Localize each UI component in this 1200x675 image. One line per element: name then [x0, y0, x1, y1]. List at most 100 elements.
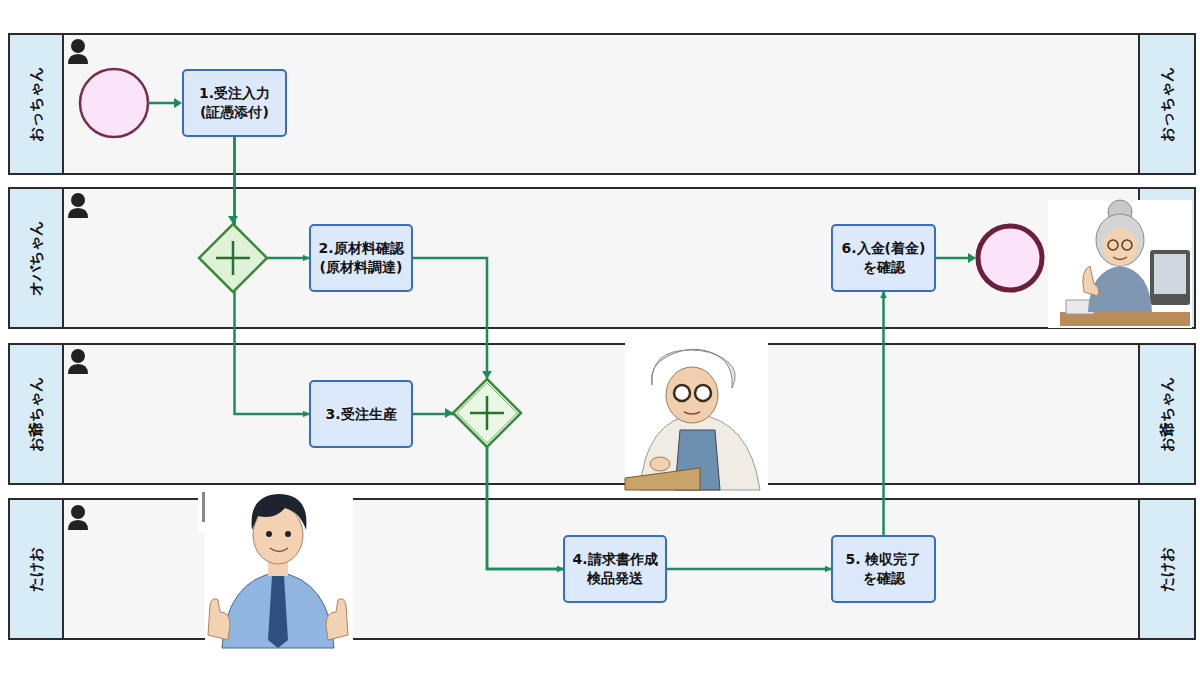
person-body [68, 520, 88, 530]
arrow-head [174, 98, 182, 108]
smile [1113, 257, 1127, 260]
sequence-flow [235, 137, 310, 414]
task-box: 1.受注入力 (証憑添付) [182, 69, 287, 137]
mouth [684, 412, 700, 414]
young-man-illustration [198, 488, 353, 648]
start-event [80, 69, 148, 137]
hair [252, 494, 307, 530]
parallel-gateway [445, 371, 521, 447]
person-body [68, 208, 88, 218]
task-label: 1.受注入力 (証憑添付) [188, 84, 281, 122]
lane-header: オバちゃん [10, 189, 64, 327]
neck [268, 556, 288, 576]
gateway-inner [457, 383, 517, 443]
task-box: 3.受注生産 [309, 380, 413, 448]
sequence-flow [413, 414, 563, 569]
task-box: 2.原材料確認 (原材料調達) [309, 224, 413, 292]
lane-header [1138, 189, 1194, 327]
person-icon [68, 193, 88, 218]
monitor-screen [205, 495, 221, 517]
hair-bun [1108, 200, 1132, 224]
task-label: 2.原材料確認 (原材料調達) [315, 239, 407, 277]
swimlane: おっちゃん おっちゃん 1.受注入力 (証憑添付) [8, 33, 1196, 175]
task-label: 5. 検収完了 を確認 [837, 550, 930, 588]
person-head [71, 505, 85, 519]
task-label: 4.請求書作成 検品発送 [569, 550, 661, 588]
papers [1066, 300, 1094, 314]
gateway-diamond [199, 224, 267, 292]
thumb-up [326, 599, 348, 640]
wood-plank [625, 468, 700, 490]
monitor [1150, 250, 1190, 305]
eye [266, 531, 272, 537]
task-box: 5. 検収完了 を確認 [831, 535, 936, 603]
task-label: 3.受注生産 [325, 405, 396, 424]
image-background [205, 490, 353, 648]
lane-header: おっちゃん [10, 35, 64, 173]
task-label: 6.入金(着金) を確認 [837, 239, 930, 277]
hand [650, 457, 670, 471]
lane-header: お爺ちゃん [10, 345, 64, 483]
sequence-flow [882, 292, 885, 535]
lane-label: たけお [27, 547, 46, 592]
lane-header: おっちゃん [1138, 35, 1194, 173]
gateway-diamond [453, 379, 521, 447]
lane-label: おっちゃん [27, 67, 46, 142]
shirt [640, 414, 760, 490]
lane-label: お爺ちゃん [1158, 377, 1177, 452]
lane-label: たけお [1158, 547, 1177, 592]
gateway-plus [470, 396, 504, 430]
person-head [71, 349, 85, 363]
smile [270, 548, 288, 552]
shirt [222, 572, 334, 648]
glasses [695, 385, 711, 401]
glasses [1122, 240, 1132, 250]
arrow-head [968, 253, 976, 263]
gateway-plus [216, 241, 250, 275]
desk [1060, 312, 1190, 326]
thumb-up [208, 599, 230, 640]
swimlane: オバちゃん 2.原材料確認 (原材料調達) 6.入金(着金) を確認 [8, 187, 1196, 329]
face [1103, 228, 1137, 266]
person-head [71, 39, 85, 53]
image-background [1048, 200, 1192, 328]
face [253, 506, 303, 564]
sequence-flow [667, 568, 831, 571]
sequence-line [148, 102, 175, 105]
hair [651, 349, 735, 388]
person-icon [68, 349, 88, 374]
person-body [68, 54, 88, 64]
parallel-gateway [199, 216, 267, 292]
lane-header: たけお [10, 500, 64, 638]
person-icons [68, 39, 88, 530]
lane-label: オバちゃん [27, 221, 46, 296]
end-event [978, 226, 1042, 290]
sequence-flow [235, 137, 310, 258]
arrow-head [482, 371, 492, 379]
lane-label: お爺ちゃん [27, 377, 46, 452]
old-woman-illustration [1048, 200, 1192, 328]
face [666, 367, 718, 423]
thumb-up [1083, 266, 1099, 296]
person-head [71, 193, 85, 207]
swimlane: たけお たけお 4.請求書作成 検品発送 5. 検収完了 を確認 [8, 498, 1196, 640]
lane-header: お爺ちゃん [1138, 345, 1194, 483]
tie [268, 576, 288, 648]
image-background [198, 488, 228, 532]
monitor [202, 492, 224, 522]
glasses [674, 385, 690, 401]
swimlane: お爺ちゃん お爺ちゃん 3.受注生産 [8, 343, 1196, 485]
hair [1096, 214, 1144, 266]
monitor-screen [1154, 254, 1186, 294]
apron [675, 430, 720, 490]
image-background [625, 343, 768, 490]
sequence-flow [413, 258, 563, 569]
eye [285, 531, 291, 537]
old-man-illustration [625, 343, 768, 490]
lane-header: たけお [1138, 500, 1194, 638]
arrow-head [228, 216, 238, 224]
task-box: 6.入金(着金) を確認 [831, 224, 936, 292]
person-body [68, 364, 88, 374]
